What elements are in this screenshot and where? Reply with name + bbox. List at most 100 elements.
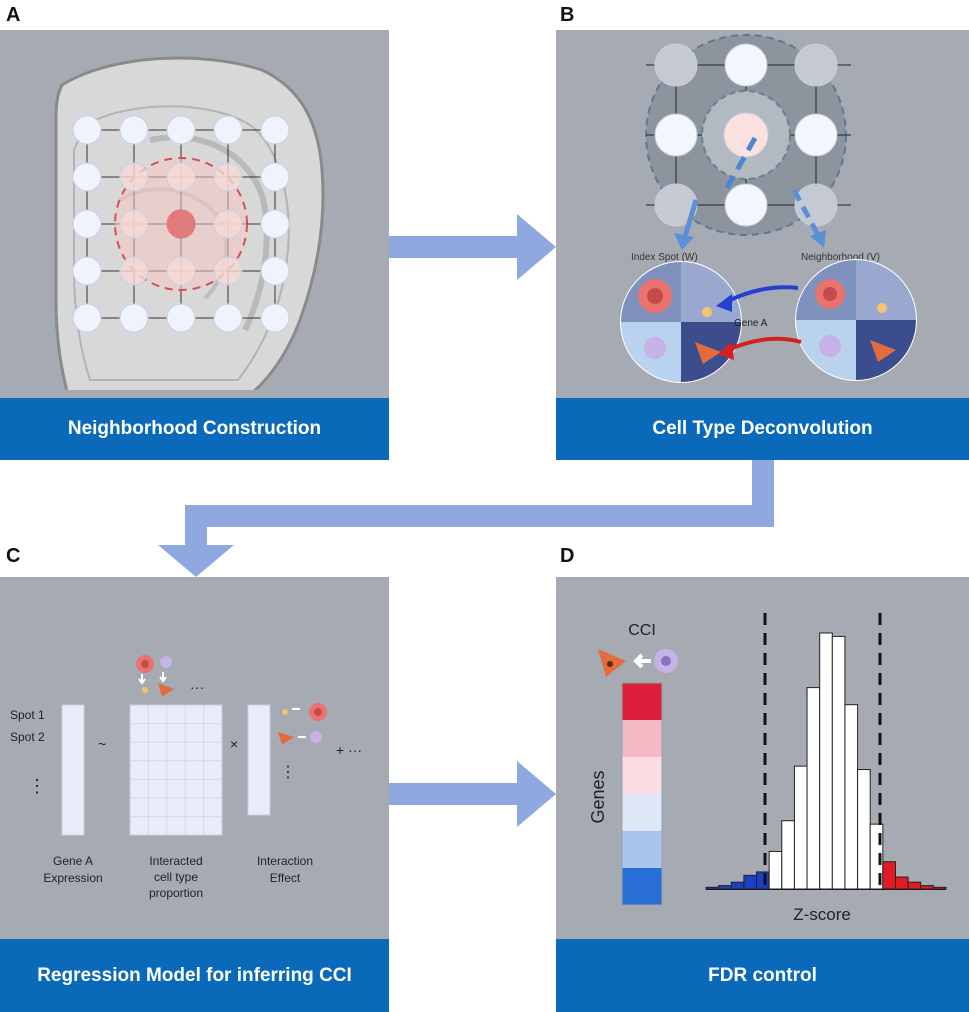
index-pointer bbox=[724, 136, 758, 190]
prop-label-1: Interacted bbox=[149, 854, 202, 868]
deconvolution-illustration: Index Spot (W) Neighborhood (V) bbox=[620, 34, 917, 383]
neighborhood-pie bbox=[795, 259, 917, 381]
spot bbox=[72, 115, 102, 145]
spot bbox=[260, 162, 290, 192]
spot bbox=[166, 115, 196, 145]
spot bbox=[213, 256, 243, 286]
spot bbox=[72, 209, 102, 239]
panel-a-letter: A bbox=[6, 4, 21, 26]
effect-label-1: Interaction bbox=[257, 854, 313, 868]
matrix-body bbox=[129, 704, 223, 836]
spot bbox=[119, 209, 149, 239]
panel-b-letter: B bbox=[560, 4, 575, 26]
heatmap-cell bbox=[622, 831, 662, 868]
cci-cell-icons bbox=[598, 649, 678, 677]
spot bbox=[213, 115, 243, 145]
spot-vdots: ⋮ bbox=[28, 776, 46, 796]
panel-d: CCI Genes Z-score FDR control bbox=[556, 577, 969, 1012]
spot bbox=[119, 115, 149, 145]
spot-1-label: Spot 1 bbox=[10, 708, 45, 722]
gene-label-2: Expression bbox=[43, 871, 102, 885]
brain-inner-layer bbox=[73, 105, 290, 381]
spot bbox=[724, 183, 768, 227]
prop-label-3: proportion bbox=[149, 886, 203, 900]
spot bbox=[72, 256, 102, 286]
gene-vector bbox=[61, 704, 85, 836]
neighborhood-illustration bbox=[54, 56, 325, 404]
effect-label-2: Effect bbox=[270, 871, 301, 885]
spot bbox=[213, 303, 243, 333]
arrow-to-index bbox=[681, 199, 699, 241]
zscore-label: Z-score bbox=[793, 905, 851, 924]
red-interaction-arrow bbox=[727, 336, 802, 352]
heatmap-cell bbox=[622, 794, 662, 831]
plus-dots: + ··· bbox=[336, 742, 362, 758]
zscore-histogram bbox=[705, 632, 947, 890]
panel-b: Index Spot (W) Neighborhood (V) bbox=[556, 30, 969, 460]
arrow-to-neighborhood-head bbox=[810, 230, 826, 248]
spot bbox=[794, 113, 838, 157]
histogram-bar bbox=[932, 886, 947, 890]
heatmap-cell bbox=[622, 757, 662, 794]
spot bbox=[260, 115, 290, 145]
spot bbox=[654, 43, 698, 87]
spot bbox=[724, 43, 768, 87]
blue-interaction-arrow-head bbox=[716, 294, 732, 312]
proportion-matrix bbox=[129, 704, 223, 836]
panel-d-title: FDR control bbox=[556, 939, 969, 1012]
gene-a-label: Gene A bbox=[734, 318, 768, 329]
spot-grid-b bbox=[646, 43, 851, 227]
cell-pair-icon bbox=[136, 655, 174, 697]
arrow-to-neighborhood bbox=[791, 188, 821, 237]
effect-cell-icons bbox=[278, 703, 327, 745]
heatmap-border bbox=[621, 682, 663, 906]
spot bbox=[72, 303, 102, 333]
fdr-illustration: CCI Genes Z-score bbox=[588, 613, 947, 924]
index-spot bbox=[166, 209, 196, 239]
arrow-a-to-b bbox=[389, 214, 556, 280]
matrix-hdots: ··· bbox=[190, 679, 204, 695]
cci-label: CCI bbox=[628, 622, 656, 639]
gene-heatmap bbox=[621, 682, 663, 906]
spot bbox=[260, 256, 290, 286]
spot bbox=[260, 303, 290, 333]
neighborhood-label: Neighborhood (V) bbox=[801, 252, 880, 263]
spot-2-label: Spot 2 bbox=[10, 730, 45, 744]
red-interaction-arrow-head bbox=[718, 342, 734, 360]
spot bbox=[119, 256, 149, 286]
spot bbox=[794, 43, 838, 87]
index-spot-b bbox=[723, 112, 769, 158]
heatmap-cell bbox=[622, 683, 662, 720]
spot bbox=[166, 303, 196, 333]
panel-a-title: Neighborhood Construction bbox=[0, 398, 389, 460]
spot bbox=[72, 162, 102, 192]
panel-d-letter: D bbox=[560, 545, 575, 567]
effect-vector bbox=[247, 704, 271, 816]
tilde-sign: ~ bbox=[98, 736, 106, 752]
spot bbox=[654, 113, 698, 157]
heatmap-cell bbox=[622, 720, 662, 757]
spot bbox=[166, 256, 196, 286]
effect-vdots: ⋮ bbox=[280, 764, 296, 781]
arrow-to-index-head bbox=[674, 233, 694, 250]
spot bbox=[260, 209, 290, 239]
regression-illustration: Spot 1 Spot 2 ⋮ ~ ··· × ⋮ + ··· Gene A E… bbox=[10, 655, 362, 900]
prop-label-2: cell type bbox=[154, 870, 198, 884]
panel-c: Spot 1 Spot 2 ⋮ ~ ··· × ⋮ + ··· Gene A E… bbox=[0, 577, 389, 1012]
spot bbox=[119, 162, 149, 192]
arrow-c-to-d bbox=[389, 761, 556, 827]
histogram-bar bbox=[882, 861, 896, 890]
times-sign: × bbox=[230, 736, 238, 752]
spot bbox=[213, 209, 243, 239]
panel-c-letter: C bbox=[6, 545, 21, 567]
panel-a: Neighborhood Construction bbox=[0, 30, 389, 460]
index-spot-label: Index Spot (W) bbox=[631, 252, 698, 263]
gene-label-1: Gene A bbox=[53, 854, 93, 868]
arrow-b-to-c bbox=[158, 460, 774, 577]
panel-b-title: Cell Type Deconvolution bbox=[556, 398, 969, 460]
heatmap-cell bbox=[622, 868, 662, 905]
panel-c-title: Regression Model for inferring CCI bbox=[0, 939, 389, 1012]
spot bbox=[166, 162, 196, 192]
spot bbox=[213, 162, 243, 192]
